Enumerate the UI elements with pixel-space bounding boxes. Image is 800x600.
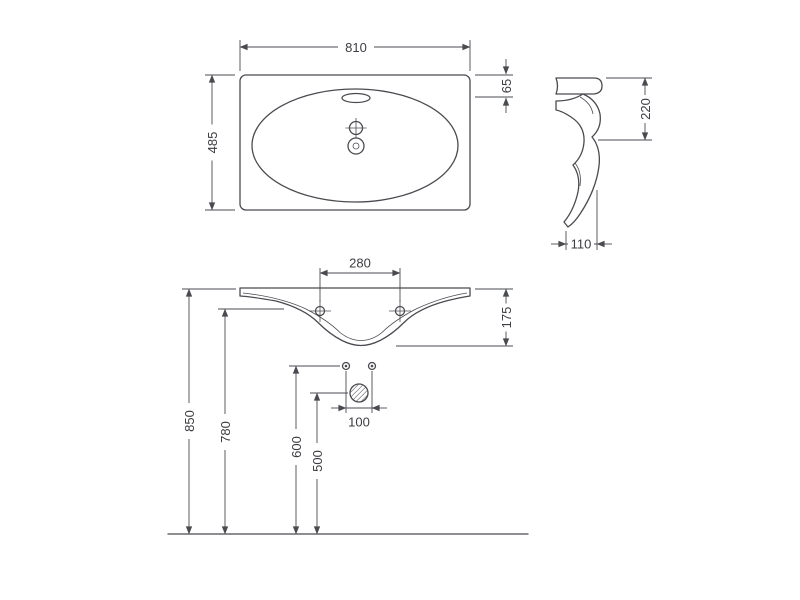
fixing-height-label: 600 bbox=[289, 436, 304, 458]
drain-outlet bbox=[349, 383, 369, 403]
tap-offset-label: 65 bbox=[499, 79, 514, 93]
side-base-label: 110 bbox=[571, 237, 592, 252]
basin-depth-label: 175 bbox=[499, 307, 514, 329]
front-view-dimensions: 280 175 850 780 bbox=[182, 256, 514, 535]
dim-underside-height: 780 bbox=[218, 308, 284, 535]
tap-hole-circle bbox=[348, 120, 364, 136]
label-bg bbox=[182, 403, 196, 439]
top-view-dimensions: 810 485 65 bbox=[205, 40, 514, 211]
rim-section bbox=[555, 77, 603, 95]
tap-hole-circle bbox=[394, 305, 406, 317]
rotated-label-group: 780 bbox=[218, 414, 233, 450]
rotated-label-group: 65 bbox=[499, 79, 514, 93]
rotated-label-group: 175 bbox=[499, 303, 514, 332]
rotated-label-group: 500 bbox=[310, 443, 325, 479]
rotated-label-group: 850 bbox=[182, 403, 197, 439]
drain-inner-circle bbox=[352, 142, 360, 150]
tap-hole-circle bbox=[314, 305, 326, 317]
drain-height-label: 500 bbox=[310, 450, 325, 472]
fixing-spacing-label: 100 bbox=[348, 415, 370, 430]
dim-fixing-spacing: 100 bbox=[331, 371, 387, 430]
drain-hole-top bbox=[347, 137, 365, 155]
top-depth-label: 485 bbox=[205, 132, 220, 154]
dim-basin-depth: 175 bbox=[396, 288, 514, 347]
basin-bowl-top bbox=[251, 88, 459, 203]
top-width-label: 810 bbox=[345, 40, 367, 55]
dim-tap-spacing: 280 bbox=[319, 256, 401, 302]
side-view bbox=[555, 77, 603, 228]
fixing-holes bbox=[341, 361, 377, 371]
label-bg bbox=[289, 429, 303, 465]
dim-side-base: 110 bbox=[551, 190, 612, 252]
dim-top-width: 810 bbox=[239, 40, 471, 71]
tap-hole-front-left bbox=[309, 300, 331, 322]
underside-height-label: 780 bbox=[218, 421, 233, 443]
dim-drain-height: 500 bbox=[310, 392, 348, 535]
rotated-label-group: 485 bbox=[205, 124, 220, 161]
wall-section bbox=[555, 93, 601, 228]
wall-detail-line bbox=[579, 96, 594, 115]
rotated-label-group: 600 bbox=[289, 429, 304, 465]
label-bg bbox=[568, 237, 594, 251]
dim-top-depth: 485 bbox=[205, 74, 235, 211]
label-bg bbox=[310, 443, 324, 479]
basin-inner-line-front bbox=[242, 292, 468, 341]
label-bg bbox=[499, 303, 513, 332]
fixing-hole bbox=[341, 361, 351, 371]
fixing-hole-center bbox=[344, 364, 348, 368]
overflow-slot bbox=[341, 92, 371, 104]
dim-tap-offset: 65 bbox=[475, 59, 514, 113]
label-bg bbox=[218, 414, 232, 450]
dim-side-height: 220 bbox=[598, 77, 653, 141]
tap-hole-top bbox=[345, 118, 367, 139]
basin-outline-top bbox=[239, 74, 471, 211]
fixing-hole-center bbox=[370, 364, 374, 368]
rotated-label-group: 220 bbox=[638, 95, 653, 123]
front-view bbox=[167, 287, 529, 535]
tap-spacing-label: 280 bbox=[349, 256, 371, 271]
dim-fixing-height: 600 bbox=[289, 365, 340, 535]
label-bg bbox=[338, 40, 374, 54]
label-bg bbox=[638, 95, 652, 123]
rim-height-label: 850 bbox=[182, 410, 197, 432]
side-height-label: 220 bbox=[638, 98, 653, 120]
drain-circle bbox=[347, 137, 365, 155]
wall-detail-line bbox=[574, 162, 581, 187]
top-view bbox=[239, 74, 471, 211]
tap-hole-front-right bbox=[389, 300, 411, 322]
side-view-dimensions: 220 110 bbox=[551, 77, 653, 252]
basin-outline-front bbox=[239, 287, 471, 347]
dim-rim-height: 850 bbox=[182, 288, 236, 535]
fixing-hole bbox=[367, 361, 377, 371]
label-bg bbox=[205, 124, 219, 161]
